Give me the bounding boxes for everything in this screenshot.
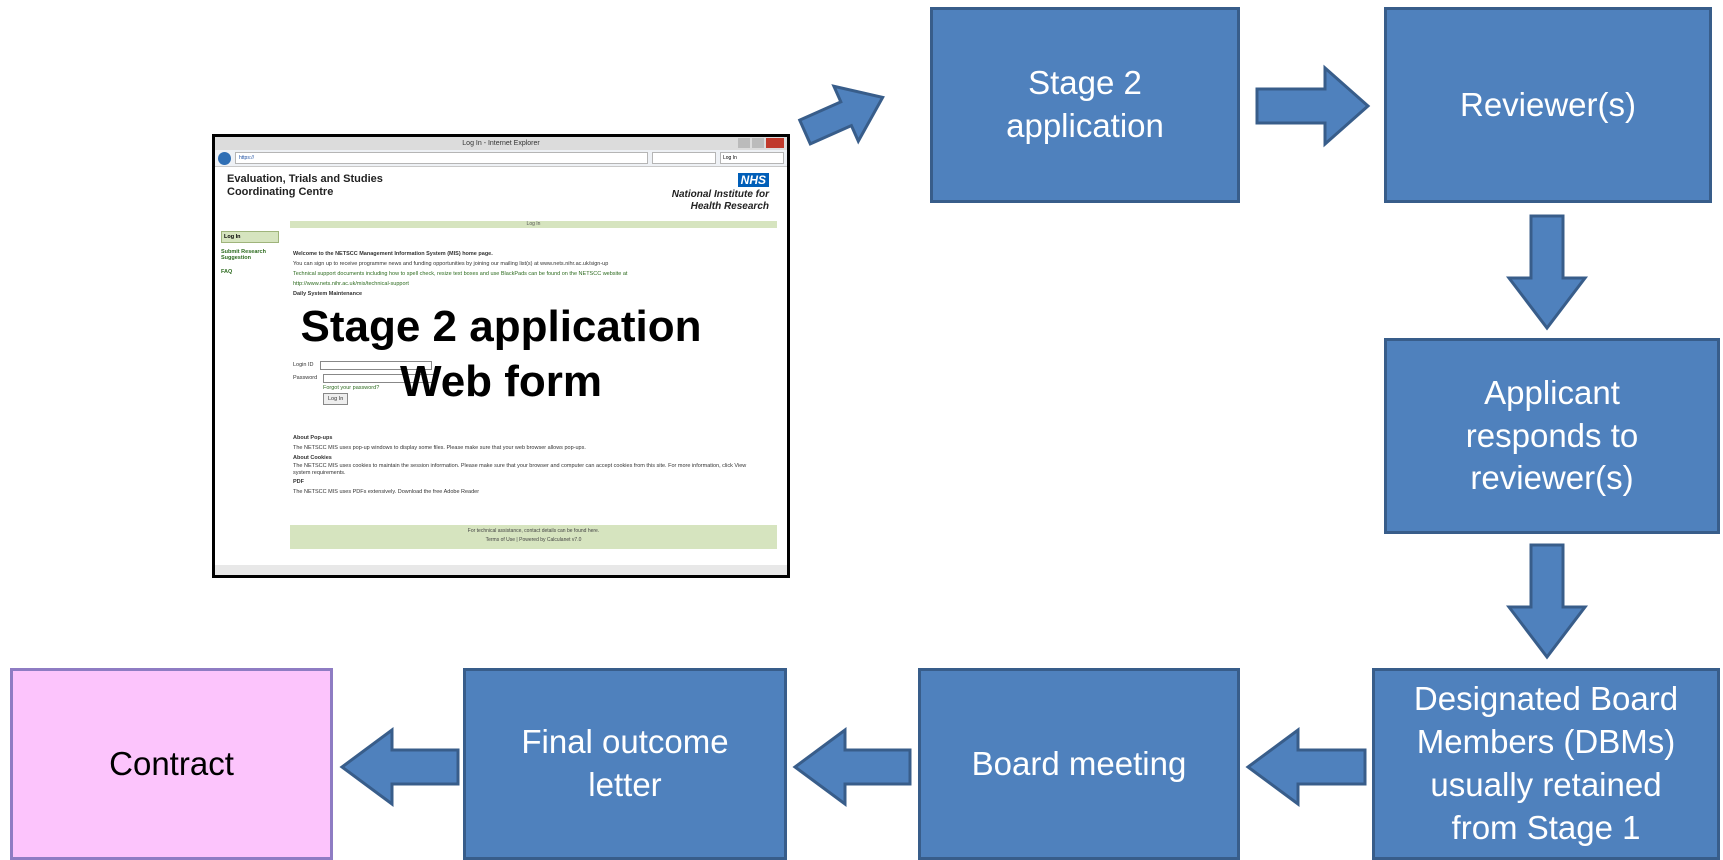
reviewers-box: Reviewer(s) — [1384, 7, 1712, 203]
maintenance-heading: Daily System Maintenance — [293, 291, 363, 297]
sidebar-item-login: Log In — [221, 231, 279, 243]
signup-text: You can sign up to receive programme new… — [293, 261, 609, 267]
arrow-board-to-final — [792, 727, 912, 807]
nihr-logo-text: National Institute for Health Research — [672, 189, 769, 213]
browser-window-title: Log In - Internet Explorer — [462, 140, 540, 147]
browser-address-bar: https:// Log In — [215, 150, 787, 167]
stage2-application-box: Stage 2 application — [930, 7, 1240, 203]
popups-heading: About Pop-ups — [293, 435, 333, 441]
support-text: Technical support documents including ho… — [293, 271, 628, 277]
cookies-heading: About Cookies — [293, 455, 332, 461]
nihr-line1: National Institute for — [671, 189, 769, 200]
reviewers-label: Reviewer(s) — [1459, 85, 1637, 123]
login-id-field — [319, 360, 432, 370]
applicant-responds-box: Applicant responds to reviewer(s) — [1384, 338, 1720, 534]
sidebar-item-submit-research: Submit Research Suggestion — [221, 249, 266, 261]
maximize-icon — [752, 138, 764, 148]
applicant-responds-label: Applicant responds to reviewer(s) — [1465, 373, 1639, 497]
org-name: Evaluation, Trials and Studies Coordinat… — [227, 173, 383, 199]
password-row: Password — [293, 373, 763, 383]
login-id-label: Login ID — [293, 362, 314, 368]
pdf-text: The NETSCC MIS uses PDFs extensively. Do… — [293, 489, 480, 495]
arrow-stage2-to-reviewers — [1255, 64, 1371, 148]
forgot-password-link: Forgot your password? — [323, 385, 380, 391]
nhs-logo: NHS — [737, 173, 769, 187]
browser-tab — [652, 152, 716, 164]
browser-tab-login: Log In — [720, 152, 784, 164]
support-url: http://www.nets.nihr.ac.uk/mis/technical… — [293, 281, 409, 287]
contract-box: Contract — [10, 668, 333, 860]
address-field: https:// — [235, 152, 648, 164]
web-form-screenshot: Log In - Internet Explorer https:// Log … — [212, 134, 790, 578]
page-content: Welcome to the NETSCC Management Informa… — [293, 249, 763, 497]
login-id-row: Login ID — [293, 360, 763, 370]
page-footer: For technical assistance, contact detail… — [290, 525, 777, 549]
org-name-line2: Coordinating Centre — [227, 186, 334, 198]
login-button: Log In — [323, 393, 349, 405]
arrow-dbm-to-board — [1245, 727, 1367, 807]
stage2-application-label: Stage 2 application — [1006, 64, 1164, 144]
close-icon — [766, 138, 784, 148]
footer-line2: Terms of Use | Powered by Calculanet v7.… — [485, 537, 582, 543]
final-outcome-box: Final outcome letter — [463, 668, 787, 860]
board-meeting-box: Board meeting — [918, 668, 1240, 860]
final-outcome-label: Final outcome letter — [521, 723, 729, 803]
welcome-text: Welcome to the NETSCC Management Informa… — [293, 251, 493, 257]
minimize-icon — [738, 138, 750, 148]
password-field — [323, 373, 436, 383]
board-meeting-label: Board meeting — [971, 744, 1187, 782]
org-name-line1: Evaluation, Trials and Studies — [227, 173, 383, 185]
page-header-bar: Log In — [290, 221, 777, 228]
footer-line1: For technical assistance, contact detail… — [467, 528, 600, 534]
cookies-text: The NETSCC MIS uses cookies to maintain … — [293, 463, 747, 476]
password-label: Password — [293, 375, 318, 381]
browser-title-bar: Log In - Internet Explorer — [215, 137, 787, 150]
screenshot-overlay-caption: Stage 2 application Web form — [300, 302, 702, 406]
horizontal-scrollbar — [215, 565, 787, 575]
popups-text: The NETSCC MIS uses pop-up windows to di… — [293, 445, 586, 451]
dbm-label: Designated Board Members (DBMs) usually … — [1413, 680, 1679, 846]
arrow-screenshot-to-stage2 — [797, 84, 885, 146]
sidebar: Log In Submit Research Suggestion FAQ — [221, 231, 279, 283]
arrow-final-to-contract — [339, 727, 460, 807]
pdf-heading: PDF — [293, 479, 304, 485]
back-icon — [218, 151, 231, 165]
contract-label: Contract — [109, 744, 234, 782]
sidebar-item-faq: FAQ — [221, 269, 233, 275]
arrow-reviewers-to-applicant — [1505, 214, 1589, 331]
arrow-applicant-to-dbm — [1505, 543, 1589, 660]
nihr-line2: Health Research — [690, 201, 769, 212]
window-controls — [738, 138, 784, 148]
dbm-box: Designated Board Members (DBMs) usually … — [1372, 668, 1720, 860]
